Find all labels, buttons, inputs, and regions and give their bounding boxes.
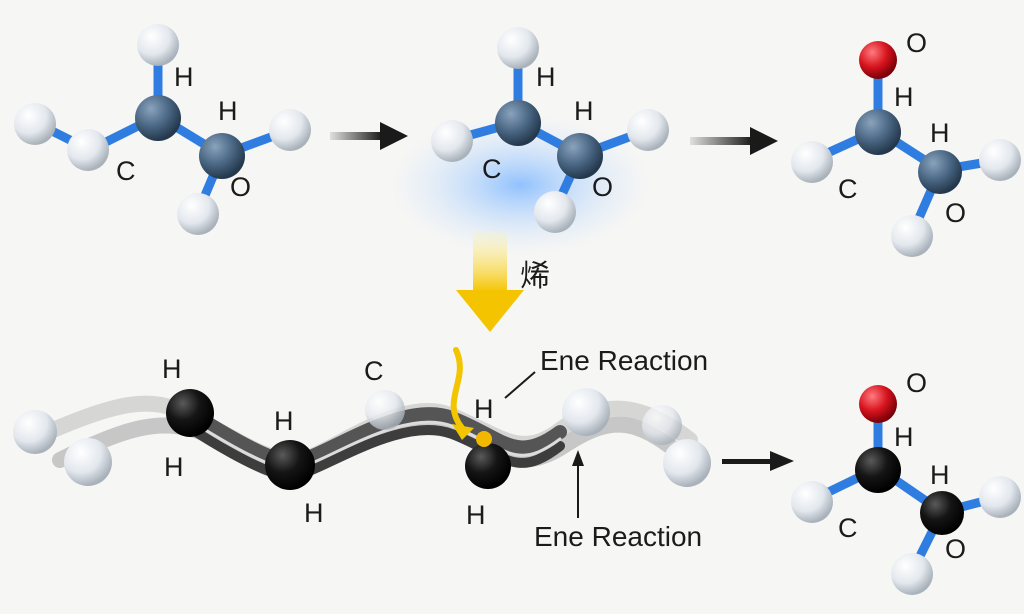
label-o: O [230, 172, 251, 202]
molecule-reactant: H H C O [14, 24, 311, 235]
label-h: H [574, 96, 594, 126]
label-h: H [894, 422, 914, 452]
carbon-atom [918, 150, 962, 194]
hydrogen-atom [365, 390, 405, 430]
carbon-atom [135, 95, 181, 141]
hydrogen-atom [979, 139, 1021, 181]
label-h: H [218, 96, 238, 126]
label-h: H [536, 62, 556, 92]
arrow-right [690, 127, 778, 155]
carbon-atom [557, 133, 603, 179]
hydrogen-atom [269, 109, 311, 151]
hydrogen-atom [177, 193, 219, 235]
label-c: C [838, 513, 858, 543]
carbon-atom [199, 133, 245, 179]
carbon-atom-black [920, 491, 964, 535]
label-h: H [164, 452, 184, 482]
hydrogen-atom [67, 129, 109, 171]
ene-reaction-label: Ene Reaction [540, 345, 708, 376]
label-o: O [906, 28, 927, 58]
label-o: O [906, 368, 927, 398]
hydrogen-atom [791, 481, 833, 523]
label-c: C [116, 156, 136, 186]
carbon-atom-black [265, 440, 315, 490]
label-h: H [930, 118, 950, 148]
label-h: H [930, 460, 950, 490]
hydrogen-atom [791, 141, 833, 183]
molecule-product-bottom: O H H C O [791, 368, 1021, 595]
label-o: O [945, 534, 966, 564]
hydrogen-atom [979, 476, 1021, 518]
hydrogen-atom [497, 27, 539, 69]
ene-glyph: 烯 [520, 259, 550, 294]
label-h: H [474, 394, 494, 424]
label-c: C [838, 174, 858, 204]
carbon-atom [495, 100, 541, 146]
hydrogen-atom [137, 24, 179, 66]
label-h: H [162, 354, 182, 384]
carbon-atom-black [855, 447, 901, 493]
hydrogen-atom [13, 410, 57, 454]
reaction-curve [450, 347, 465, 431]
hydrogen-atom [64, 438, 112, 486]
hydrogen-atom [431, 120, 473, 162]
hydrogen-atom [642, 405, 682, 445]
hydrogen-atom [627, 109, 669, 151]
label-h: H [894, 82, 914, 112]
hydrogen-atom [562, 388, 610, 436]
hydrogen-atom [663, 439, 711, 487]
label-o: O [945, 198, 966, 228]
label-c: C [482, 154, 502, 184]
label-h: H [274, 406, 294, 436]
arrow-right [722, 451, 794, 471]
label-h: H [174, 62, 194, 92]
molecule-activated: H H C O [390, 27, 669, 255]
hydrogen-atom [891, 215, 933, 257]
carbon-atom-black [166, 389, 214, 437]
hydrogen-atom [14, 103, 56, 145]
hydrogen-atom [534, 191, 576, 233]
ene-chain: H H H H C H H [13, 347, 711, 530]
oxygen-atom [859, 385, 897, 423]
carbon-atom-black [465, 443, 511, 489]
label-o: O [592, 172, 613, 202]
arrow-down-yellow [456, 232, 524, 332]
arrow-right [330, 122, 408, 150]
label-h: H [304, 498, 324, 528]
carbon-atom [855, 109, 901, 155]
reaction-site-dot [476, 431, 492, 447]
callout-top: Ene Reaction [504, 345, 708, 399]
ene-reaction-label: Ene Reaction [534, 521, 702, 552]
label-c: C [364, 356, 384, 386]
callout-bottom: Ene Reaction [534, 450, 702, 552]
label-h: H [466, 500, 486, 530]
hydrogen-atom [891, 553, 933, 595]
molecule-product-top: O H H C O [791, 28, 1021, 257]
oxygen-atom [859, 41, 897, 79]
